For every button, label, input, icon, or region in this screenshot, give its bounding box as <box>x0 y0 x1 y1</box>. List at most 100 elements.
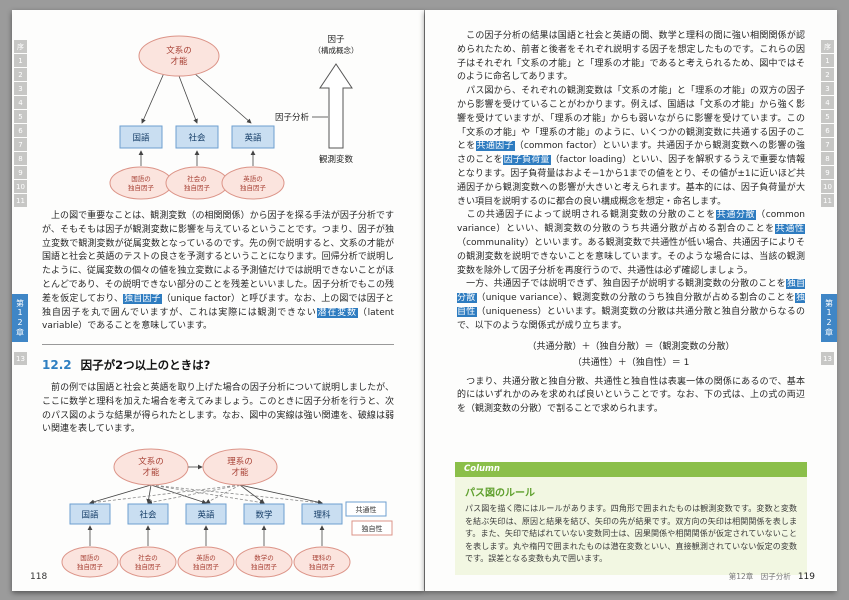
page-number: 118 <box>30 572 48 582</box>
chapter-tab: 4 <box>14 96 27 109</box>
footer-chapter-title: 第12章 因子分析 <box>728 572 791 581</box>
chapter-tab: 5 <box>14 110 27 123</box>
svg-text:国語の: 国語の <box>131 174 151 183</box>
svg-text:国語の: 国語の <box>80 553 100 562</box>
chapter-tab: 序 <box>14 40 27 53</box>
observed-variable-node: 国語 <box>69 503 111 525</box>
observed-variable-node: 国語 <box>119 125 163 149</box>
svg-text:英語の: 英語の <box>196 553 216 562</box>
chapter-tab: 4 <box>821 96 834 109</box>
svg-text:英語: 英語 <box>244 133 262 144</box>
chapter-tab: 1 <box>14 54 27 67</box>
column-content: パス図のルール パス図を描く際にはルールがあります。四角形で囲まれたものは観測変… <box>455 477 807 575</box>
svg-text:独自因子: 独自因子 <box>184 183 211 192</box>
svg-text:理科の: 理科の <box>312 553 332 562</box>
svg-text:文系の: 文系の <box>166 45 192 56</box>
section-title: 因子が2つ以上のときは? <box>80 358 211 372</box>
column-header: Column <box>455 462 807 477</box>
paragraph: 上の図で重要なことは、観測変数（の相関関係）から因子を探る手法が因子分析ですが、… <box>42 211 394 332</box>
chapter-tab: 2 <box>821 68 834 81</box>
column-box: Column パス図のルール パス図を描く際にはルールがあります。四角形で囲まれ… <box>455 462 807 575</box>
svg-text:才能: 才能 <box>142 467 160 478</box>
equation-block: （共通分散）＋（独自分散）＝（観測変数の分散） （共通性）＋（独自性）＝ 1 <box>457 339 805 371</box>
chapter-tab: 13 <box>14 352 27 365</box>
observed-variable-node: 英語 <box>185 503 227 525</box>
svg-text:独自因子: 独自因子 <box>193 562 220 571</box>
chapter-tab: 7 <box>821 138 834 151</box>
chapter-tab: 3 <box>14 82 27 95</box>
svg-text:独自因子: 独自因子 <box>240 183 267 192</box>
svg-text:才能: 才能 <box>231 467 249 478</box>
chapter-tab: 8 <box>821 152 834 165</box>
svg-text:数学の: 数学の <box>254 553 274 562</box>
chapter-tab: 3 <box>821 82 834 95</box>
factor-node: 理系の 才能 <box>202 448 278 486</box>
svg-text:文系の: 文系の <box>138 456 164 467</box>
unique-factor-node: 国語の 独自因子 <box>109 166 173 200</box>
paragraph: つまり、共通分散と独自分散、共通性と独自性は表裏一体の関係にあるので、基本的には… <box>457 376 805 415</box>
svg-text:独自性: 独自性 <box>362 524 383 533</box>
equation-variance: （共通分散）＋（独自分散）＝（観測変数の分散） <box>527 341 735 352</box>
svg-text:英語: 英語 <box>197 510 215 521</box>
chapter-tab: 10 <box>14 180 27 193</box>
unique-factor-node: 国語の 独自因子 <box>61 546 119 578</box>
svg-text:社会の: 社会の <box>187 174 207 183</box>
chapter-tab: 10 <box>821 180 834 193</box>
observed-variable-node: 理科 <box>301 503 343 525</box>
svg-text:理科: 理科 <box>313 510 331 521</box>
factor-node: 文系の 才能 <box>113 448 189 486</box>
svg-text:独自因子: 独自因子 <box>309 562 336 571</box>
chapter-tab: 6 <box>14 124 27 137</box>
svg-text:理系の: 理系の <box>227 456 253 467</box>
chapter-tab: 9 <box>821 166 834 179</box>
single-factor-path-diagram: 文系の 才能 国語 社会 英語 国語の 独自因子 社会の <box>109 35 359 200</box>
paragraph: 前の例では国語と社会と英語を取り上げた場合の因子分析について説明しましたが、ここ… <box>42 383 394 435</box>
chapter-tab: 7 <box>14 138 27 151</box>
svg-text:（構成概念）: （構成概念） <box>314 45 359 55</box>
paragraph: この因子分析の結果は国語と社会と英語の間、数学と理科の間に強い相関関係が認められ… <box>457 31 805 83</box>
chapter-tab: 6 <box>821 124 834 137</box>
observed-variable-node: 社会 <box>127 503 169 525</box>
svg-text:国語: 国語 <box>132 133 150 144</box>
unique-factor-node: 社会の 独自因子 <box>119 546 177 578</box>
paragraph: この共通因子によって説明される観測変数の分散のことを共通分散（common va… <box>457 210 805 276</box>
chapter-tab: 5 <box>821 110 834 123</box>
observed-variable-node: 数学 <box>243 503 285 525</box>
svg-text:因子: 因子 <box>327 35 345 45</box>
column-title: パス図のルール <box>465 488 535 499</box>
svg-text:数学: 数学 <box>255 510 273 521</box>
chapter-tab-active: 第12章 <box>12 294 28 342</box>
unique-factor-node: 英語の 独自因子 <box>221 166 285 200</box>
chapter-tab: 1 <box>821 54 834 67</box>
chapter-tab-active: 第12章 <box>821 294 837 342</box>
unique-factor-node: 英語の 独自因子 <box>177 546 235 578</box>
chapter-tab: 9 <box>14 166 27 179</box>
two-factor-path-diagram: 文系の 才能 理系の 才能 国語 社会 英語 数学 <box>61 448 393 578</box>
chapter-tab: 11 <box>14 194 27 207</box>
factor-analysis-direction: 因子 （構成概念） 因子分析 観測変数 <box>275 35 359 165</box>
unique-factor-node: 理科の 独自因子 <box>293 546 351 578</box>
svg-text:社会: 社会 <box>188 133 206 144</box>
factor-analysis-arrow-icon <box>319 63 353 149</box>
chapter-tab: 序 <box>821 40 834 53</box>
chapter-tab: 2 <box>14 68 27 81</box>
equation-communality: （共通性）＋（独自性）＝ 1 <box>572 357 690 368</box>
column-body: パス図を描く際にはルールがあります。四角形で囲まれたものは観測変数です。変数と変… <box>465 504 797 563</box>
legend-uniqueness: 独自性 <box>351 520 393 536</box>
svg-text:社会の: 社会の <box>138 553 158 562</box>
svg-text:才能: 才能 <box>170 56 188 67</box>
chapter-tab: 11 <box>821 194 834 207</box>
chapter-tab: 13 <box>821 352 834 365</box>
svg-text:因子分析: 因子分析 <box>275 112 310 123</box>
svg-text:独自因子: 独自因子 <box>128 183 155 192</box>
factor-node: 文系の 才能 <box>138 35 220 77</box>
observed-variable-node: 英語 <box>231 125 275 149</box>
paragraph: パス図から、それぞれの観測変数は「文系の才能」と「理系の才能」の双方の因子から影… <box>457 86 805 207</box>
paragraph: 一方、共通因子では説明できず、独自因子が説明する観測変数の分散のことを独自分散（… <box>457 279 805 331</box>
section-number: 12.2 <box>42 358 72 372</box>
svg-text:英語の: 英語の <box>243 174 263 183</box>
right-page-content: この因子分析の結果は国語と社会と英語の間、数学と理科の間に強い相関関係が認められ… <box>457 30 805 417</box>
svg-text:共通性: 共通性 <box>356 505 377 514</box>
